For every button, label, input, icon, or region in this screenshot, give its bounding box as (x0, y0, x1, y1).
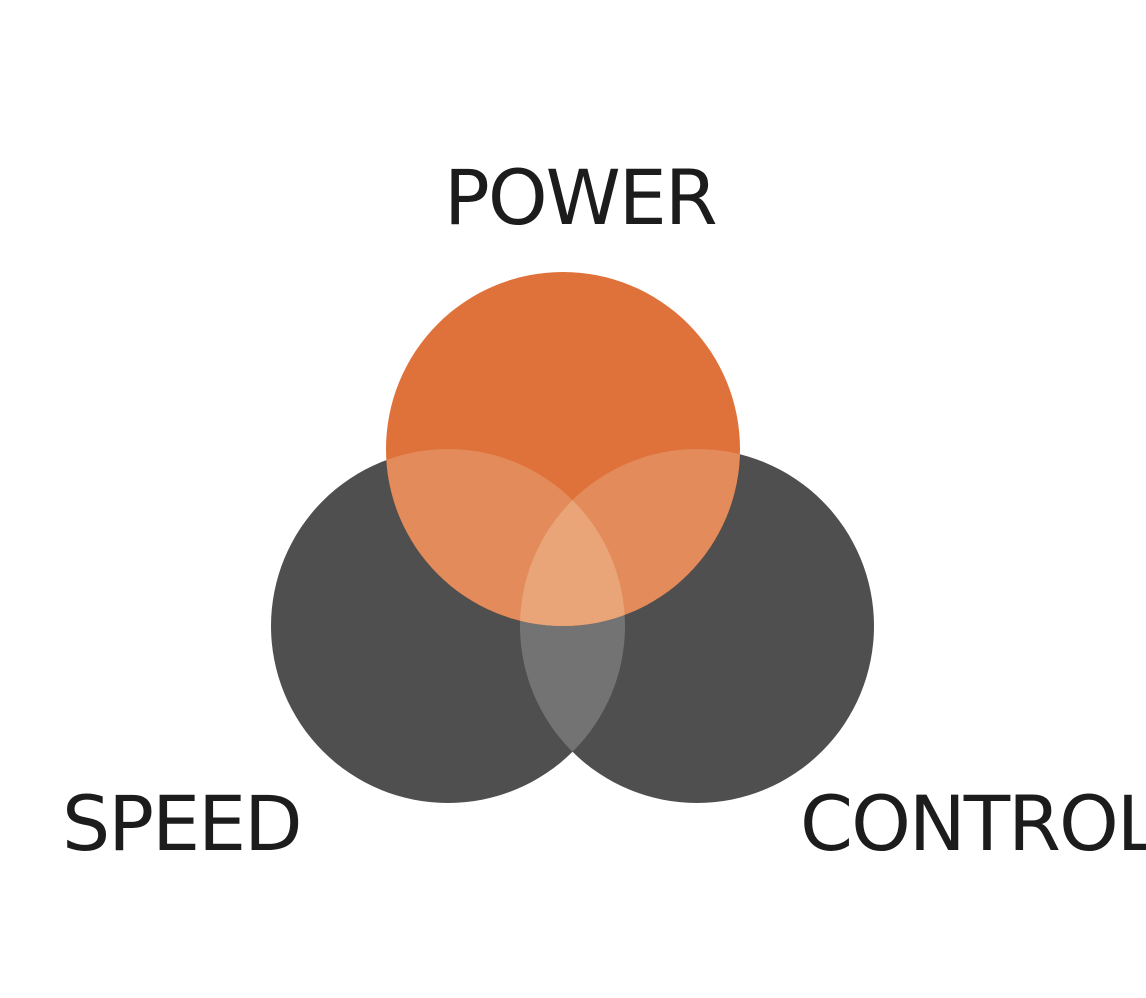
control-label: CONTROL (800, 779, 1146, 868)
power-speed-overlap (386, 449, 625, 626)
speed-label: SPEED (62, 779, 303, 868)
power-control-overlap (520, 449, 740, 626)
power-label: POWER (444, 153, 718, 242)
